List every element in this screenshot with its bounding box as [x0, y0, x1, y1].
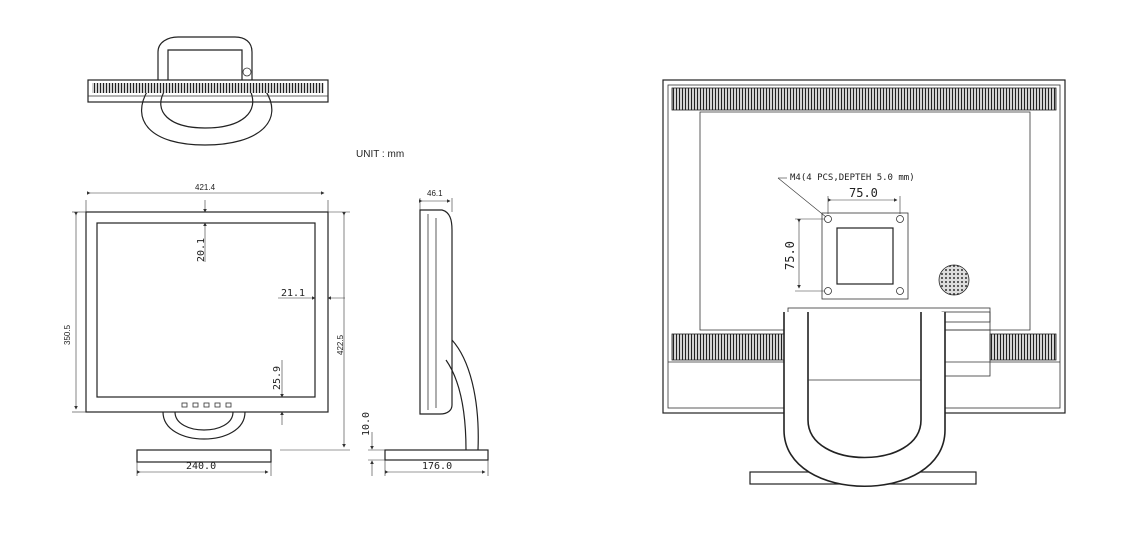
unit-label: UNIT : mm [356, 149, 404, 160]
speaker-grill [938, 264, 970, 296]
front-control-buttons [181, 402, 232, 408]
side-view: 46.1 176.0 10.0 [361, 189, 489, 476]
dim-depth: 46.1 [427, 189, 443, 198]
dim-base-depth: 176.0 [422, 461, 452, 472]
top-view [87, 36, 329, 146]
rear-view: M4(4 PCS,DEPTEH 5.0 mm) 75.0 75.0 SIGNAL… [662, 79, 1066, 488]
dim-top-margin: 20.1 [196, 238, 207, 262]
dim-vesa-horizontal: 75.0 [849, 186, 878, 200]
vesa-note: M4(4 PCS,DEPTEH 5.0 mm) [790, 173, 915, 183]
vesa-mount [821, 212, 909, 300]
dim-base-width: 240.0 [186, 461, 216, 472]
dim-screen-height: 350.5 [63, 324, 72, 345]
dim-vesa-vertical: 75.0 [783, 241, 797, 270]
dim-side-margin: 21.1 [281, 288, 305, 299]
dim-width: 421.4 [195, 183, 216, 192]
dim-total-height: 422.5 [336, 334, 345, 355]
dim-clearance: 10.0 [361, 412, 372, 436]
dim-bottom-margin: 25.9 [272, 366, 283, 390]
front-view: 421.4 350.5 422.5 20.1 21.1 25.9 240.0 [63, 183, 350, 476]
